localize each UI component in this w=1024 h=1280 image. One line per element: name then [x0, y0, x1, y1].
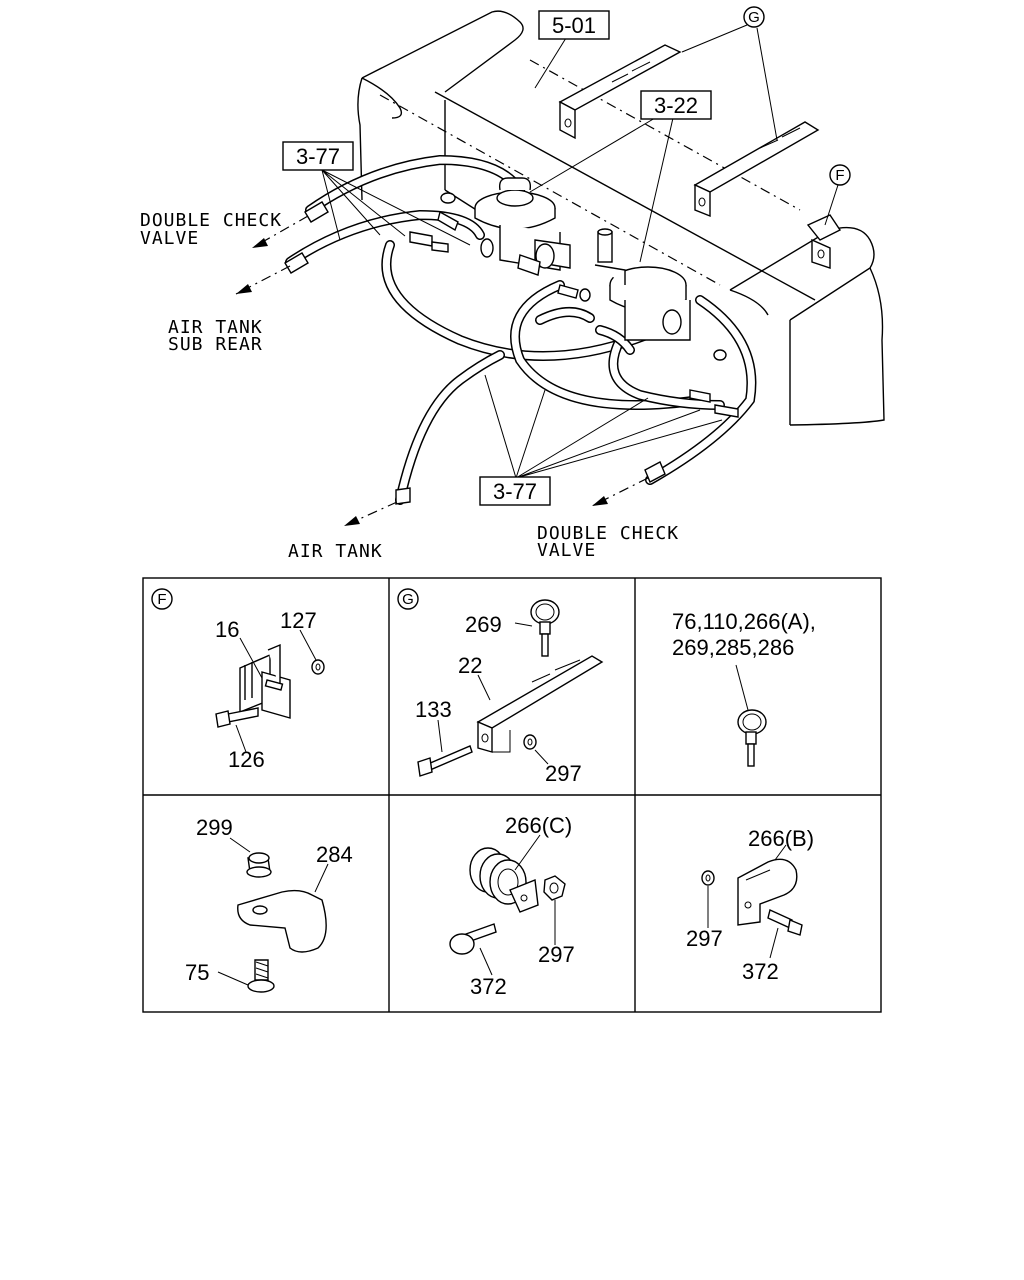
relay-valve-left — [440, 177, 571, 276]
detail-g: G 269 22 133 297 — [397, 588, 604, 786]
part-number: 297 — [545, 761, 582, 786]
detail-clamp: 76,110,266(A), 269,285,286 — [672, 609, 816, 767]
ref-box-5-01: 5-01 — [538, 10, 610, 40]
label-air-tank-sub-rear-1: AIR TANK — [168, 317, 263, 338]
part-number: 297 — [538, 942, 575, 967]
part-number: 284 — [316, 842, 353, 867]
part-number: 22 — [458, 653, 482, 678]
leader-lines — [321, 24, 839, 479]
ref-box-3-77-upper: 3-77 — [282, 141, 354, 171]
label-double-check-valve-left-1: DOUBLE CHECK — [140, 210, 282, 231]
marker-letter: G — [748, 9, 760, 26]
ref-box-label: 5-01 — [552, 13, 596, 38]
part-number: 372 — [470, 974, 507, 999]
part-number: 75 — [185, 960, 209, 985]
circle-marker-f: F — [829, 164, 851, 186]
part-number: 133 — [415, 697, 452, 722]
label-double-check-valve-right-1: DOUBLE CHECK — [537, 523, 679, 544]
detail-clip-b: 266(B) 297 372 — [686, 826, 814, 984]
part-number: 299 — [196, 815, 233, 840]
part-number: 266(B) — [748, 826, 814, 851]
part-number: 126 — [228, 747, 265, 772]
label-air-tank: AIR TANK — [288, 541, 383, 562]
ref-box-label: 3-22 — [654, 93, 698, 118]
part-number: 127 — [280, 608, 317, 633]
part-number: 76,110,266(A), — [672, 609, 816, 634]
marker-letter: F — [835, 167, 844, 184]
detail-grommet-c: 266(C) 297 372 — [449, 813, 575, 999]
ref-box-label: 3-77 — [296, 144, 340, 169]
part-number: 372 — [742, 959, 779, 984]
part-number: 16 — [215, 617, 239, 642]
fittings — [409, 210, 739, 418]
bracket-g — [558, 44, 820, 218]
hose-ends — [284, 201, 666, 505]
detail-grid — [142, 577, 882, 1013]
part-number: 269,285,286 — [672, 635, 794, 660]
label-air-tank-sub-rear-2: SUB REAR — [168, 334, 263, 355]
detail-marker: F — [157, 591, 166, 608]
detail-clip-284: 299 284 75 — [185, 815, 353, 993]
part-number: 297 — [686, 926, 723, 951]
detail-f: F 16 127 126 — [151, 588, 325, 772]
direction-arrows — [235, 215, 649, 527]
bracket-f — [806, 214, 842, 269]
air-hoses — [285, 154, 757, 505]
part-number: 269 — [465, 612, 502, 637]
circle-marker-g: G — [743, 6, 765, 28]
part-number: 266(C) — [505, 813, 572, 838]
label-double-check-valve-left-2: VALVE — [140, 228, 199, 249]
label-double-check-valve-right-2: VALVE — [537, 540, 596, 561]
ref-box-3-22: 3-22 — [640, 90, 712, 120]
detail-marker: G — [402, 591, 414, 608]
ref-box-3-77-lower: 3-77 — [479, 476, 551, 506]
main-assembly: 5-01 3-22 3-77 3-77 G F DOUBLE CHECK VAL… — [140, 6, 885, 562]
relay-valve-right — [579, 228, 727, 361]
ref-box-label: 3-77 — [493, 479, 537, 504]
